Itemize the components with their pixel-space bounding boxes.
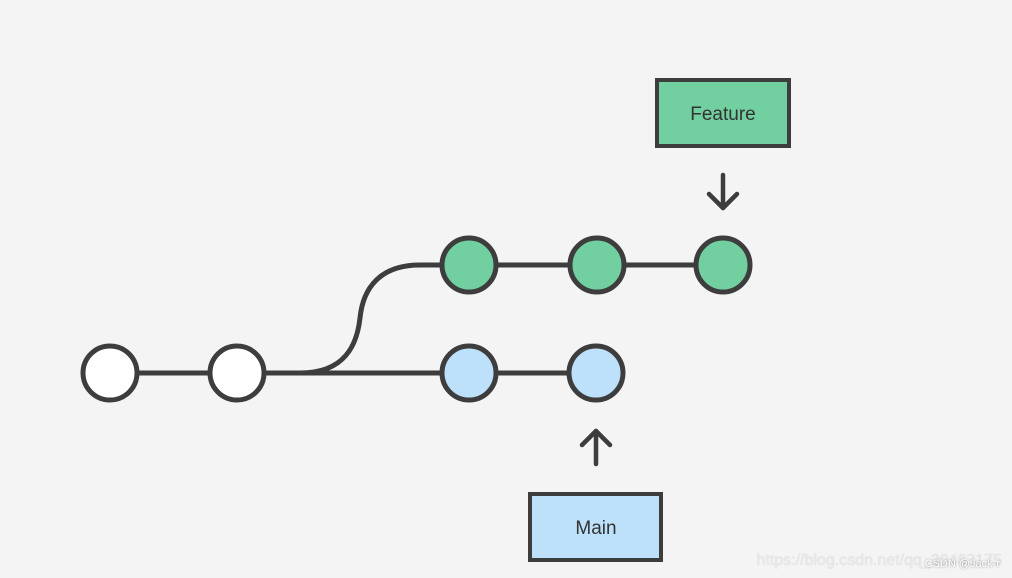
feature-commit-3 <box>693 235 753 295</box>
main-branch-label: Main <box>528 492 663 562</box>
main-label-text: Main <box>575 518 616 539</box>
feature-branch-label: Feature <box>655 78 791 148</box>
base-commit-2 <box>207 343 267 403</box>
watermark-author: CSDN @Jack-r <box>924 558 1000 570</box>
feature-label-text: Feature <box>690 104 755 125</box>
feature-commit-1 <box>439 235 499 295</box>
main-pointer-arrow <box>579 428 613 467</box>
main-commit-2 <box>566 343 626 403</box>
feature-pointer-arrow <box>706 172 740 211</box>
feature-commit-2 <box>567 235 627 295</box>
watermark-url: https://blog.csdn.net/qq_39463175 <box>756 552 1002 569</box>
base-commit-1 <box>80 343 140 403</box>
main-commit-1 <box>439 343 499 403</box>
feature-branch-curve <box>297 262 472 376</box>
